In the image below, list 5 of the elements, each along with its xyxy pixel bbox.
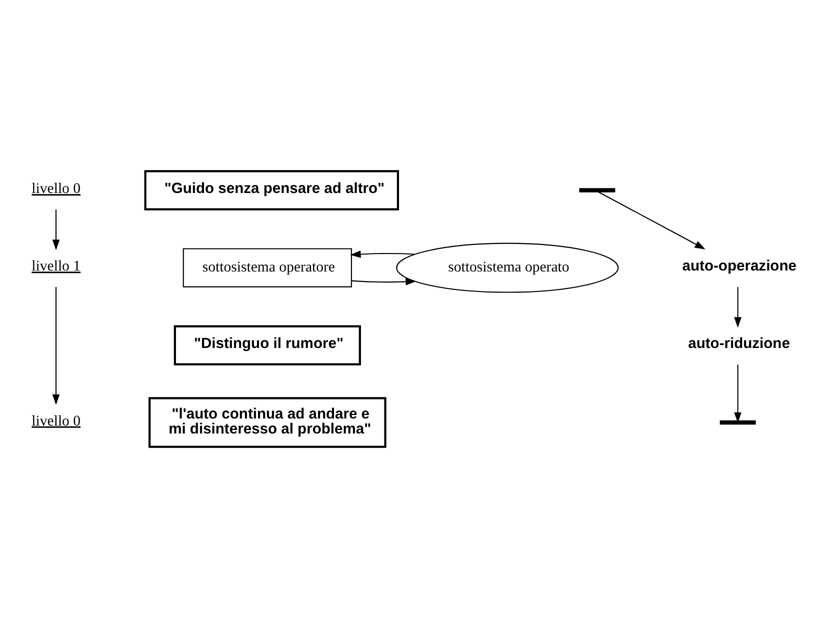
node-text: livello 0 — [32, 413, 81, 430]
node-text: livello 1 — [32, 258, 81, 275]
node-text: livello 0 — [32, 181, 81, 198]
node-text: auto-operazione — [682, 258, 796, 275]
node-text: auto-riduzione — [688, 336, 790, 352]
